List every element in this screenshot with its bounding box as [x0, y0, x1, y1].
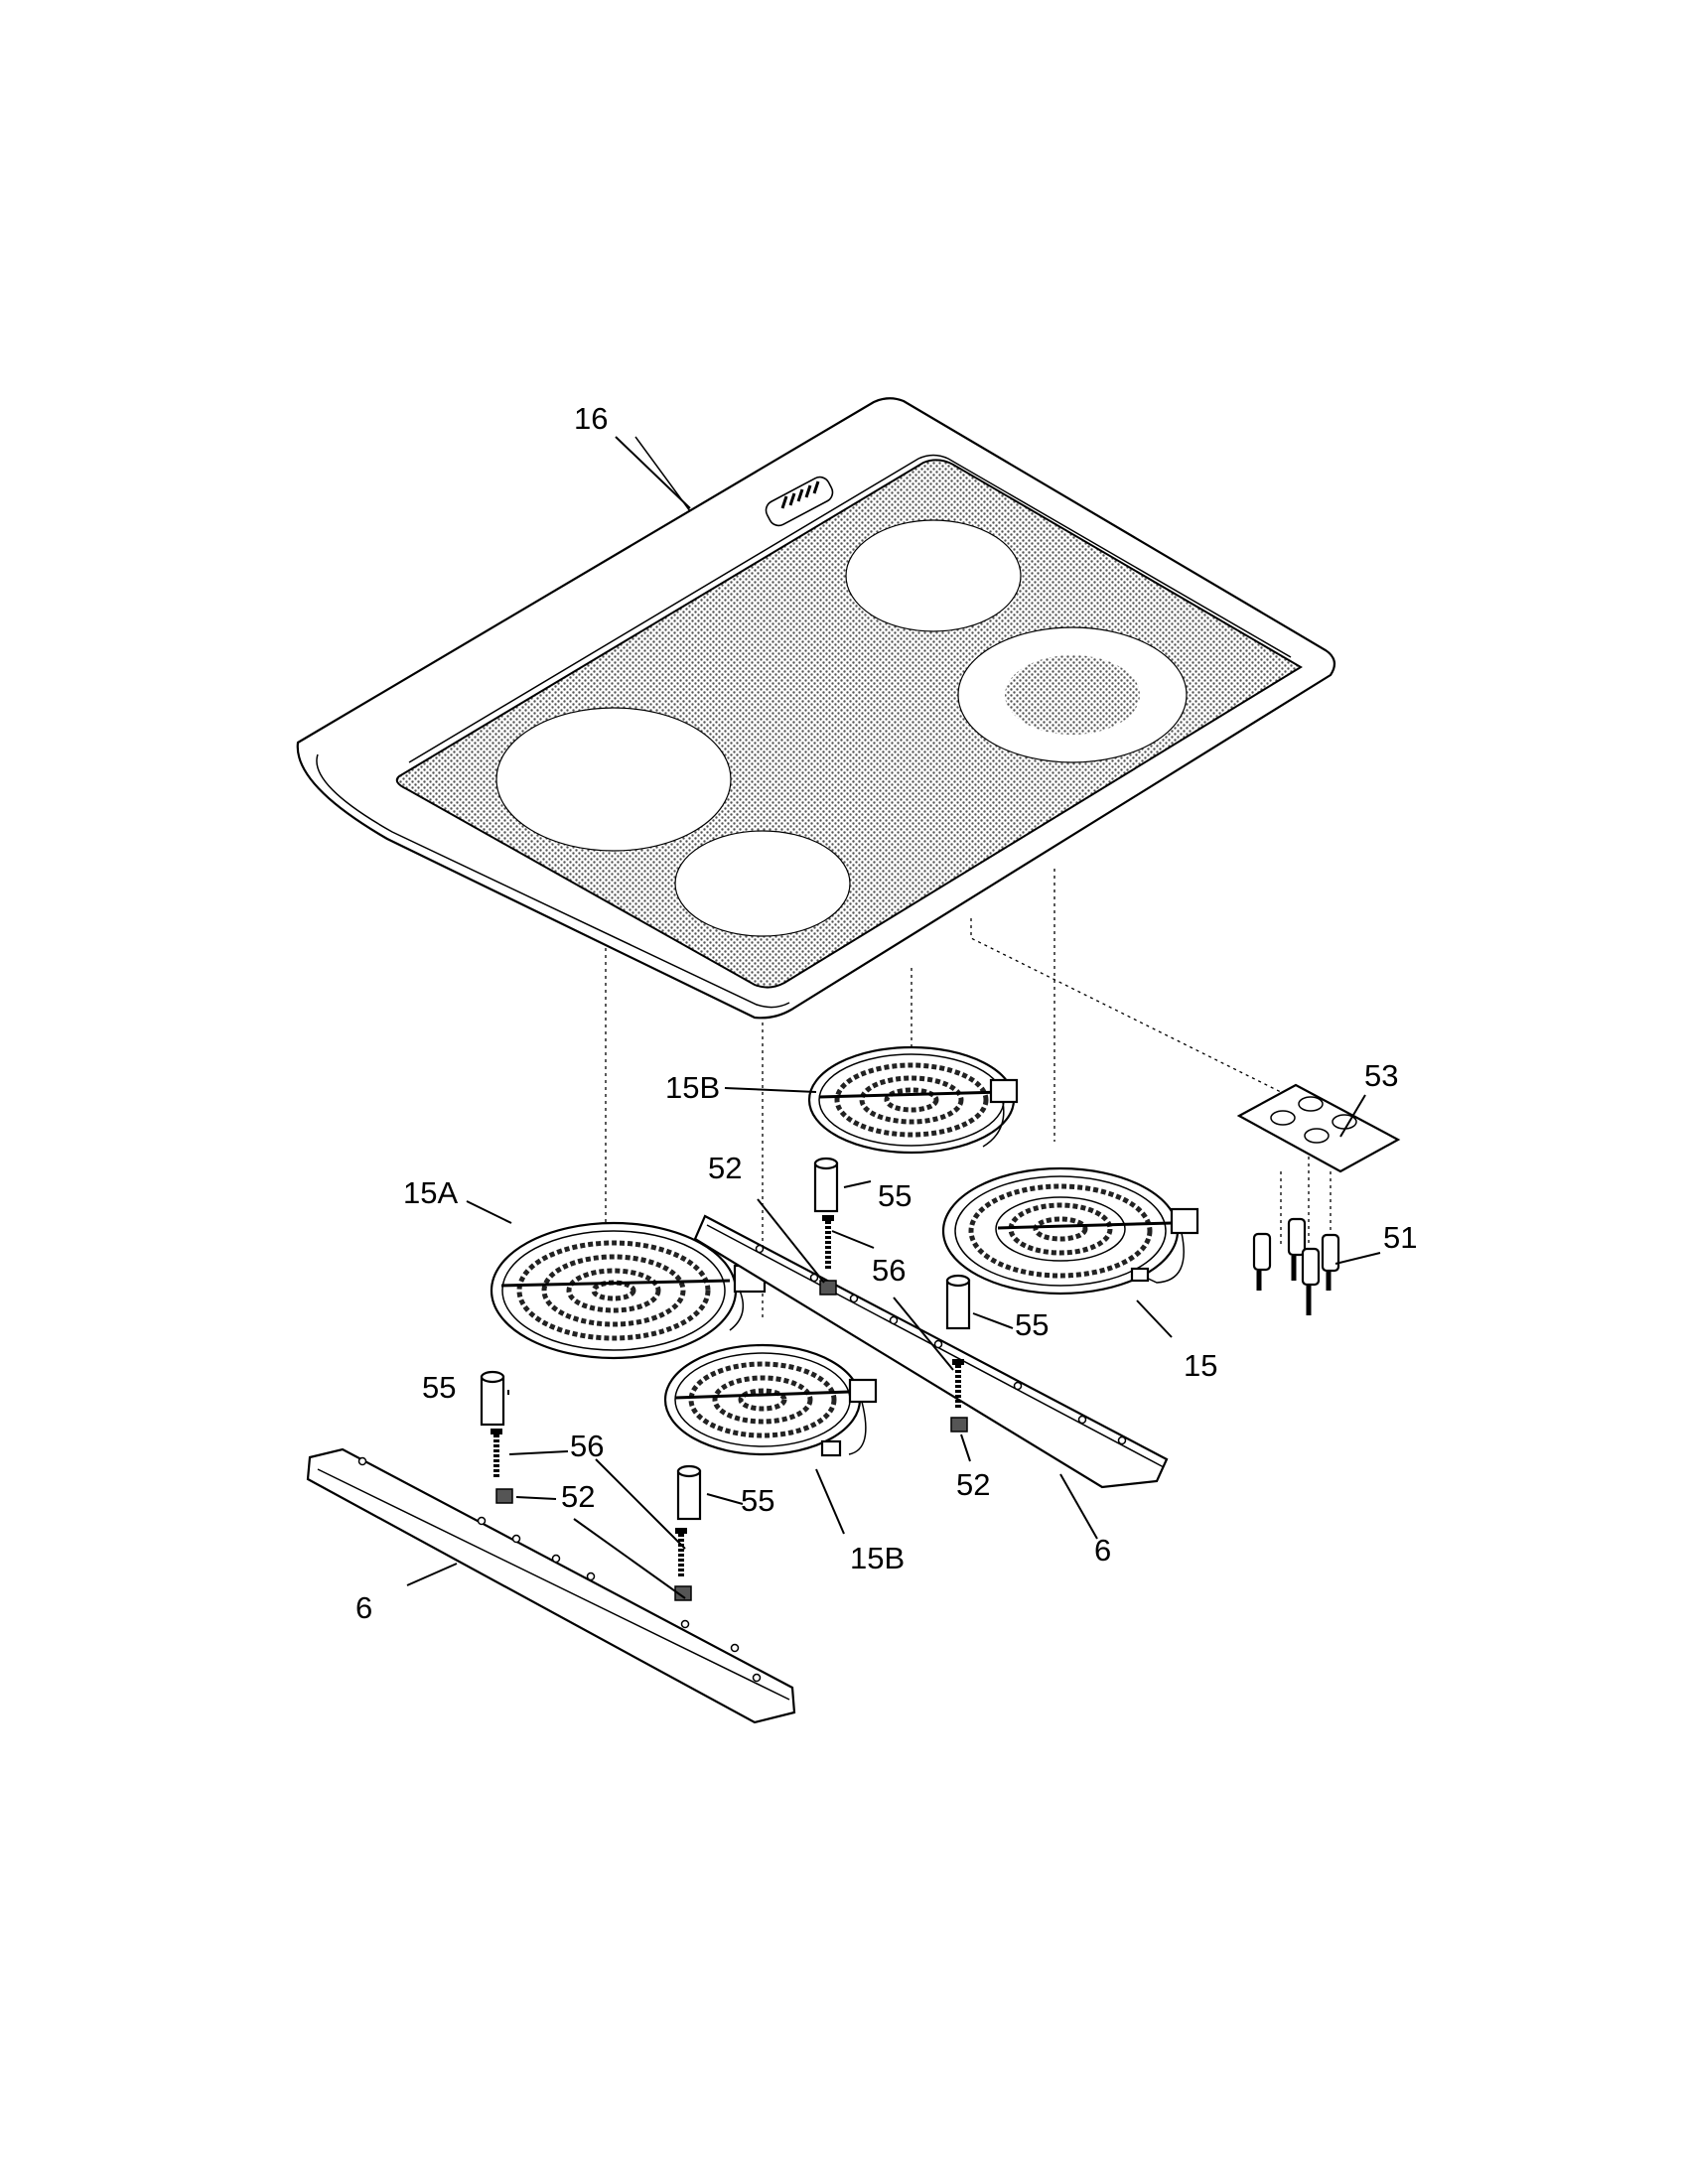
label-element-dual: 15	[1184, 1348, 1217, 1383]
spacer-rear	[813, 1157, 839, 1213]
nut-left	[495, 1488, 513, 1504]
label-spacer-left: 55	[422, 1370, 456, 1405]
spacer-right	[945, 1274, 971, 1330]
screw-rear	[822, 1215, 834, 1271]
label-bracket-right: 6	[1094, 1533, 1111, 1568]
label-spacer-right: 55	[1015, 1307, 1049, 1342]
label-element-large: 15A	[403, 1175, 458, 1210]
screw-left	[491, 1429, 502, 1479]
heating-element-large	[490, 1221, 767, 1360]
mounting-bracket-right	[693, 1214, 1169, 1489]
label-switch-plate: 53	[1364, 1058, 1398, 1093]
terminal-block-icon	[848, 1378, 878, 1404]
terminal-block-icon	[1170, 1207, 1199, 1235]
burner-zone-front-small	[674, 830, 851, 937]
cooktop-glass-top	[296, 397, 1336, 1020]
screw-right	[952, 1359, 964, 1410]
label-bracket-left: 6	[355, 1590, 372, 1625]
label-screw-left: 56	[570, 1429, 604, 1463]
label-element-rear: 15B	[665, 1070, 720, 1105]
label-indicator-lights: 51	[1383, 1220, 1417, 1255]
nut-right	[950, 1417, 968, 1433]
label-spacer-front: 55	[741, 1483, 774, 1518]
terminal-block-icon	[989, 1078, 1019, 1104]
label-cooktop: 16	[574, 401, 608, 436]
label-nut-right: 52	[956, 1467, 990, 1502]
nut-front	[674, 1585, 692, 1601]
indicator-lights	[1252, 1217, 1340, 1315]
screw-front	[675, 1528, 687, 1578]
spacer-left	[480, 1370, 505, 1427]
label-element-front: 15B	[850, 1541, 905, 1575]
vent-grille-icon	[765, 476, 834, 527]
heating-element-rear	[807, 1045, 1019, 1155]
switch-plate	[1236, 1083, 1401, 1173]
nut-rear	[819, 1280, 837, 1296]
label-screw-rear: 56	[872, 1253, 906, 1288]
label-nut-left: 52	[561, 1479, 595, 1514]
burner-zone-front-left	[495, 707, 732, 852]
label-nut-rear: 52	[708, 1151, 742, 1185]
label-spacer-rear: 55	[878, 1178, 912, 1213]
heating-element-front	[663, 1343, 878, 1457]
leader-lines	[406, 436, 1381, 1599]
burner-zone-rear-left	[845, 519, 1022, 632]
heating-element-dual	[941, 1166, 1199, 1296]
mounting-bracket-left	[306, 1447, 796, 1724]
spacer-front	[676, 1464, 702, 1521]
